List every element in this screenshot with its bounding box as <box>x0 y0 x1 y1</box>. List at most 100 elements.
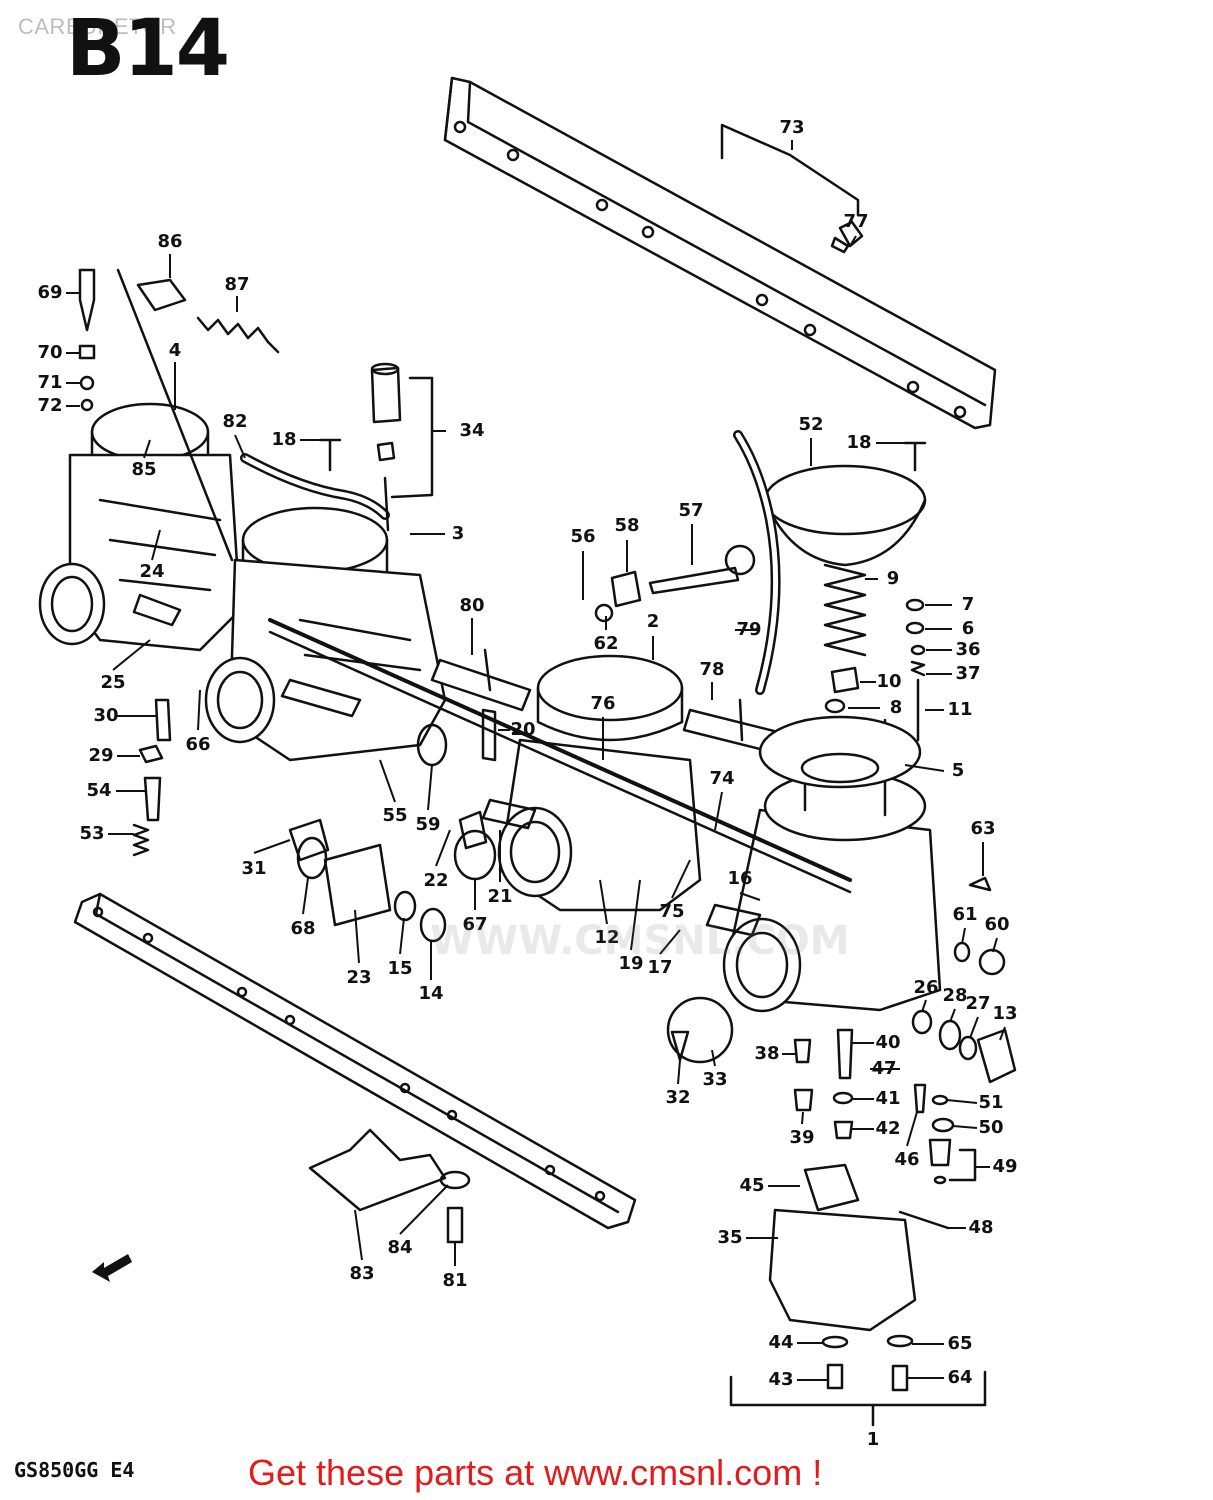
callout-43: 43 <box>768 1369 793 1390</box>
callout-39: 39 <box>789 1127 814 1148</box>
callout-37: 37 <box>955 663 980 684</box>
callout-8: 8 <box>890 697 903 718</box>
diagram-title: CARBURETOR <box>18 14 177 39</box>
callout-29: 29 <box>88 745 113 766</box>
callout-41: 41 <box>875 1088 900 1109</box>
callout-27: 27 <box>965 993 990 1014</box>
callout-18: 18 <box>271 429 296 450</box>
callout-58: 58 <box>614 515 639 536</box>
callout-52: 52 <box>798 414 823 435</box>
callout-7: 7 <box>962 594 975 615</box>
callout-2: 2 <box>647 611 660 632</box>
callout-73: 73 <box>779 117 804 138</box>
callout-50: 50 <box>978 1117 1003 1138</box>
callout-42: 42 <box>875 1118 900 1139</box>
callout-14: 14 <box>418 983 443 1004</box>
carburetor-body-1-drawing <box>38 402 242 652</box>
callout-31: 31 <box>241 858 266 879</box>
watermark-text: WWW.CMSNL.COM <box>430 918 850 964</box>
callout-62: 62 <box>593 633 618 654</box>
callout-68: 68 <box>290 918 315 939</box>
callout-34: 34 <box>459 420 484 441</box>
callout-47: 47 <box>871 1058 896 1079</box>
callout-84: 84 <box>387 1237 412 1258</box>
callout-13: 13 <box>992 1003 1017 1024</box>
callout-44: 44 <box>768 1332 793 1353</box>
callout-66: 66 <box>185 734 210 755</box>
callout-16: 16 <box>727 868 752 889</box>
callout-77: 77 <box>843 211 868 232</box>
callout-69: 69 <box>37 282 62 303</box>
callout-76: 76 <box>590 693 615 714</box>
callout-5: 5 <box>952 760 965 781</box>
carburetor-body-4-drawing <box>705 718 942 1013</box>
callout-85: 85 <box>131 459 156 480</box>
callout-21: 21 <box>487 886 512 907</box>
callout-17: 17 <box>647 957 672 978</box>
callout-82: 82 <box>222 411 247 432</box>
callout-30: 30 <box>93 705 118 726</box>
callout-6: 6 <box>962 618 975 639</box>
callout-19: 19 <box>618 953 643 974</box>
callout-57: 57 <box>678 500 703 521</box>
callout-71: 71 <box>37 372 62 393</box>
callout-80: 80 <box>459 595 484 616</box>
callout-22: 22 <box>423 870 448 891</box>
callout-49: 49 <box>992 1156 1017 1177</box>
callout-67: 67 <box>462 914 487 935</box>
carburetor-body-3-drawing <box>481 654 702 912</box>
callout-86: 86 <box>157 231 182 252</box>
callout-48: 48 <box>968 1217 993 1238</box>
callout-55: 55 <box>382 805 407 826</box>
callout-51: 51 <box>978 1092 1003 1113</box>
callout-33: 33 <box>702 1069 727 1090</box>
callout-38: 38 <box>754 1043 779 1064</box>
callout-40: 40 <box>875 1032 900 1053</box>
callout-25: 25 <box>100 672 125 693</box>
callout-78: 78 <box>699 659 724 680</box>
callout-23: 23 <box>346 967 371 988</box>
callout-54: 54 <box>86 780 111 801</box>
callout-15: 15 <box>387 958 412 979</box>
callout-9: 9 <box>887 568 900 589</box>
callout-20: 20 <box>510 719 535 740</box>
callout-56: 56 <box>570 526 595 547</box>
callout-87: 87 <box>224 274 249 295</box>
callout-81: 81 <box>442 1270 467 1291</box>
callout-1: 1 <box>867 1429 880 1450</box>
callout-28: 28 <box>942 985 967 1006</box>
callout-46: 46 <box>894 1149 919 1170</box>
section-code: B14 <box>66 4 230 94</box>
callout-60: 60 <box>984 914 1009 935</box>
callout-59: 59 <box>415 814 440 835</box>
callout-75: 75 <box>659 901 684 922</box>
upper-bracket-drawing <box>443 76 997 430</box>
callout-18: 18 <box>846 432 871 453</box>
callout-35: 35 <box>717 1227 742 1248</box>
lower-bracket-drawing <box>73 892 637 1230</box>
callout-36: 36 <box>955 639 980 660</box>
callout-63: 63 <box>970 818 995 839</box>
callout-32: 32 <box>665 1087 690 1108</box>
callout-72: 72 <box>37 395 62 416</box>
callout-3: 3 <box>452 523 465 544</box>
callout-74: 74 <box>709 768 734 789</box>
callout-26: 26 <box>913 977 938 998</box>
front-arrow-icon <box>92 1254 132 1282</box>
callout-45: 45 <box>739 1175 764 1196</box>
callout-83: 83 <box>349 1263 374 1284</box>
callout-65: 65 <box>947 1333 972 1354</box>
callout-4: 4 <box>169 340 182 361</box>
callout-12: 12 <box>594 927 619 948</box>
parts-shop-link[interactable]: Get these parts at www.cmsnl.com ! <box>248 1452 823 1493</box>
callout-24: 24 <box>139 561 164 582</box>
model-code: GS850GG E4 <box>14 1458 135 1482</box>
callout-79: 79 <box>736 619 761 640</box>
callout-70: 70 <box>37 342 62 363</box>
callout-11: 11 <box>947 699 972 720</box>
callout-10: 10 <box>876 671 901 692</box>
carburetor-body-2-drawing <box>204 506 447 762</box>
callout-64: 64 <box>947 1367 972 1388</box>
